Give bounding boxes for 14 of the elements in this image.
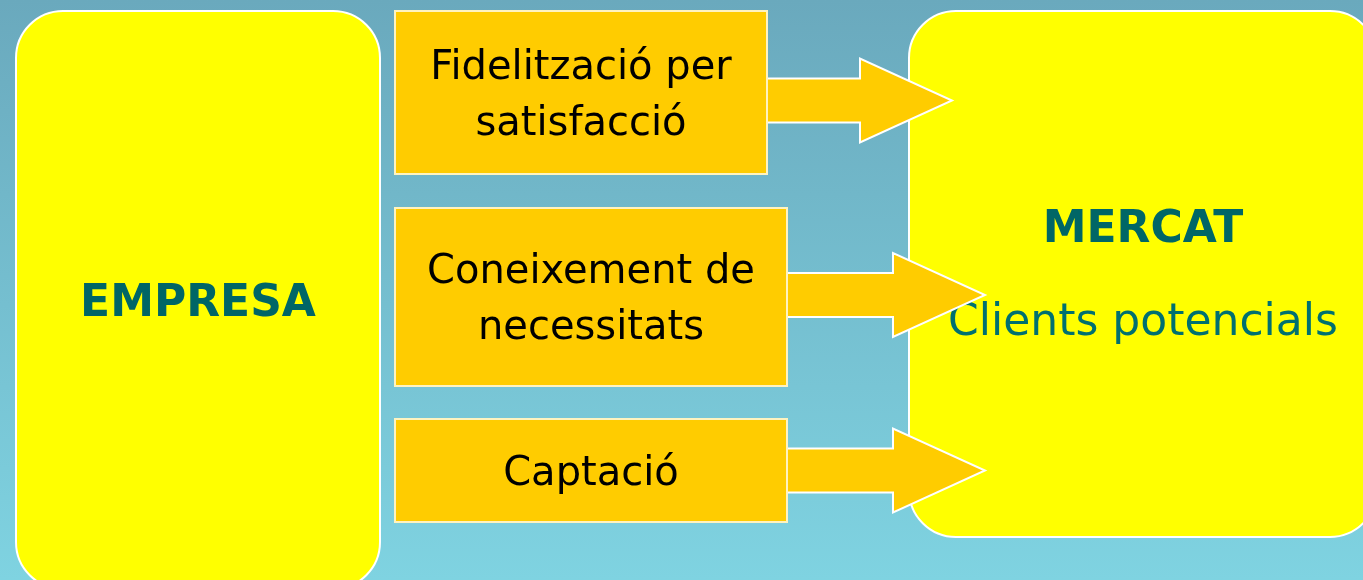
rounded-box bbox=[15, 10, 381, 580]
process-box bbox=[394, 418, 788, 523]
box-title: Captació bbox=[503, 446, 679, 496]
block-arrow bbox=[785, 426, 988, 515]
block-arrow bbox=[785, 251, 988, 339]
box-title: Coneixement de necessitats bbox=[426, 245, 756, 350]
box-title: EMPRESA bbox=[80, 274, 316, 326]
process-box bbox=[394, 207, 788, 387]
process-box bbox=[394, 10, 768, 175]
rounded-box bbox=[908, 10, 1363, 538]
box-title: MERCAT bbox=[1042, 201, 1244, 252]
box-text: Clients potencials bbox=[948, 293, 1338, 347]
block-arrow bbox=[765, 56, 955, 145]
box-title: Fidelització per satisfacció bbox=[429, 40, 733, 146]
